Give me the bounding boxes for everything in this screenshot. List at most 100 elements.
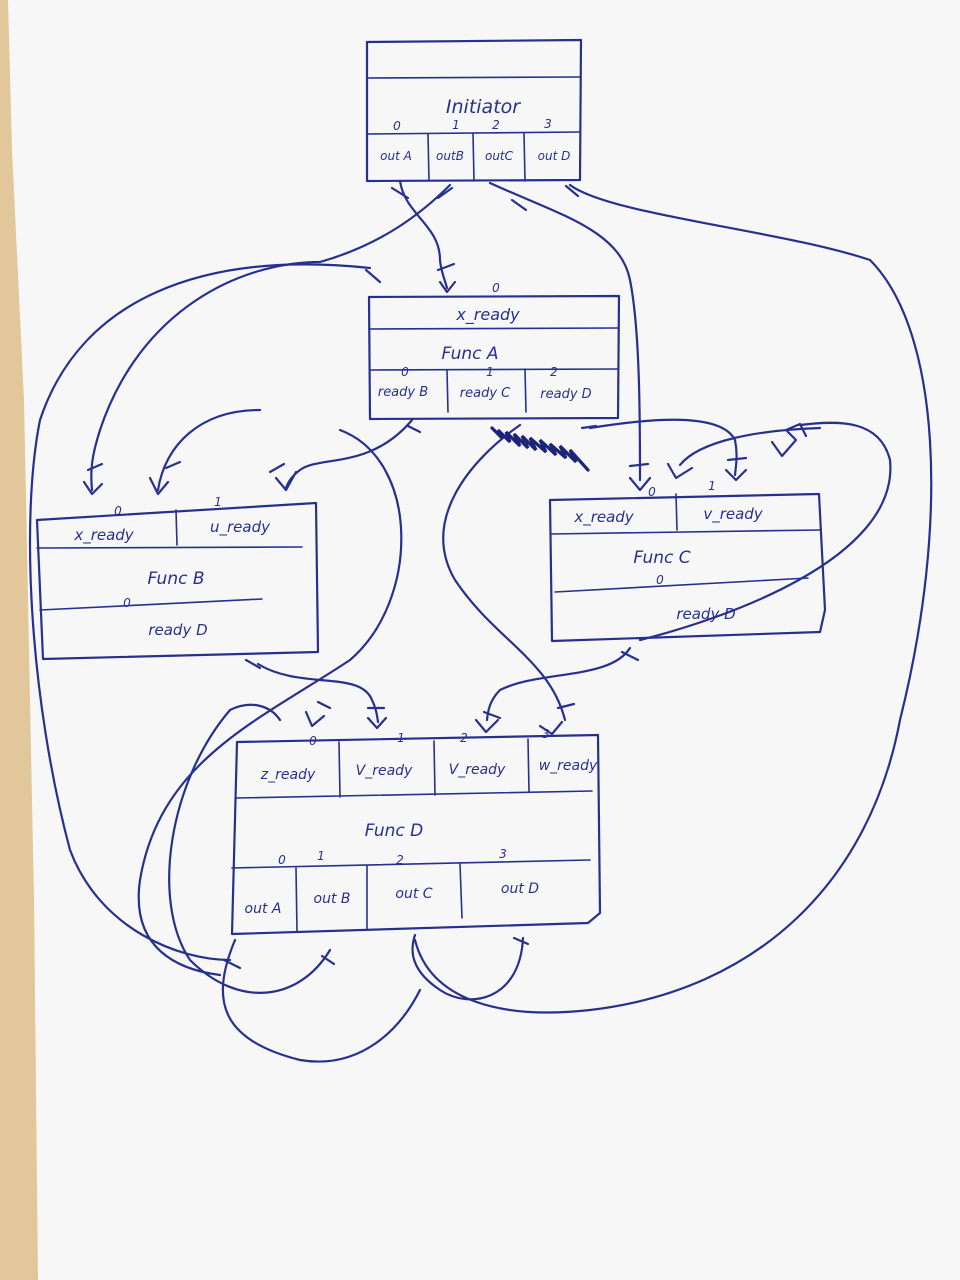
arrowhead-icon (538, 720, 564, 736)
initiator-box: Initiator 0 1 2 3 out A outB outC out D (365, 38, 583, 183)
initiator-title: Initiator (446, 96, 521, 118)
func-d-box: 0 1 2 3 z_ready V_ready V_ready w_ready … (230, 727, 602, 936)
func-c-output-label: ready D (676, 605, 735, 623)
func-a-output-2-index: 2 (550, 365, 558, 379)
func-a-output-0-label: ready B (378, 385, 428, 400)
func-d-input-3-index: 3 (542, 727, 550, 741)
connector-funca-readyC-to-funcd (442, 423, 567, 722)
connector-funca-readyD-to-funcc (588, 418, 738, 477)
func-d-input-2-label: V_ready (449, 762, 506, 778)
func-d-input-2-index: 2 (460, 731, 468, 745)
func-b-input-0-index: 0 (114, 504, 122, 518)
tick-mark (222, 958, 242, 970)
connector-funca-around-left-to-funcd (28, 263, 372, 962)
arrowhead-icon (666, 462, 694, 480)
connector-funcd-outA-loop (221, 938, 422, 1063)
connector-funcd-outB-loop (168, 703, 332, 994)
arrowhead-icon (82, 480, 104, 496)
tick-mark (482, 710, 502, 720)
func-c-title: Func C (633, 548, 690, 568)
arrowhead-icon (274, 470, 298, 492)
func-d-output-3-index: 3 (499, 847, 507, 861)
func-d-input-1-index: 1 (397, 731, 405, 745)
tick-mark (628, 462, 650, 468)
func-c-input-0-label: x_ready (573, 508, 634, 527)
func-c-input-1-index: 1 (708, 479, 716, 493)
func-a-input-label: x_ready (455, 305, 520, 325)
tick-mark (564, 184, 580, 198)
arrowhead-icon (366, 716, 388, 730)
arrowhead-icon (628, 476, 652, 492)
tick-mark (164, 460, 182, 470)
func-d-input-0-index: 0 (309, 734, 317, 748)
func-a-output-0-index: 0 (401, 365, 409, 379)
func-d-output-0-label: out A (245, 901, 282, 917)
func-b-output-index: 0 (123, 596, 131, 610)
func-b-input-0-label: x_ready (73, 526, 134, 545)
tick-mark (580, 424, 598, 430)
tick-mark (510, 198, 528, 212)
func-d-input-1-label: V_ready (356, 763, 413, 779)
func-a-box: 0 x_ready Func A 0 1 2 ready B ready C r… (367, 281, 621, 421)
paper-sheet (8, 0, 960, 1280)
tick-mark (512, 936, 530, 946)
func-d-output-0-index: 0 (278, 853, 286, 867)
tick-mark (406, 424, 422, 434)
connector-initiator-outC-to-funcc (488, 181, 642, 482)
tick-mark (320, 954, 336, 966)
connector-funcc-readyD-to-funcd (485, 646, 632, 722)
func-b-input-1-index: 1 (214, 495, 222, 509)
arrowhead-icon (724, 468, 748, 482)
func-b-title: Func B (147, 569, 204, 589)
func-c-output-index: 0 (656, 573, 664, 587)
connector-right-to-funcc (678, 426, 822, 467)
func-d-title: Func D (365, 821, 423, 841)
arrow-marks (82, 184, 808, 970)
initiator-port-1-label: outB (436, 149, 464, 163)
func-d-output-3-label: out D (501, 881, 539, 897)
connector-initiator-outB-to-funcb (90, 183, 452, 492)
func-d-output-1-label: out B (314, 891, 351, 907)
func-b-box: 0 1 x_ready u_ready Func B 0 ready D (35, 495, 320, 661)
scribble-mark (490, 426, 590, 472)
connector-funcd-outD-loop (411, 933, 525, 1001)
tick-mark (268, 462, 286, 474)
initiator-port-3-index: 3 (544, 117, 552, 131)
tick-mark (390, 186, 410, 200)
connectors (28, 179, 933, 1063)
connector-funcb-right-loop (137, 428, 403, 977)
tick-mark (86, 462, 104, 472)
initiator-port-3-label: out D (538, 149, 571, 163)
func-c-input-1-label: v_ready (703, 505, 763, 524)
func-b-input-1-label: u_ready (210, 518, 271, 537)
initiator-port-1-index: 1 (452, 118, 460, 132)
func-a-output-1-label: ready C (460, 386, 511, 401)
func-d-output-2-label: out C (395, 886, 432, 902)
initiator-port-0-label: out A (380, 149, 412, 163)
tick-mark (364, 268, 382, 284)
func-a-output-2-label: ready D (540, 387, 591, 402)
func-d-output-1-index: 1 (317, 849, 325, 863)
func-a-input-index: 0 (492, 281, 500, 295)
func-c-box: 0 1 x_ready v_ready Func C 0 ready D (548, 479, 827, 643)
tick-mark (556, 702, 576, 710)
func-a-output-1-index: 1 (486, 365, 494, 379)
arrowhead-icon (438, 280, 457, 294)
func-d-output-2-index: 2 (396, 853, 404, 867)
func-c-input-0-index: 0 (648, 485, 656, 499)
connector-initiator-outD-to-funcd (413, 183, 933, 1014)
connector-funcc-loop-right (638, 421, 892, 642)
func-d-input-3-label: w_ready (539, 758, 598, 774)
tick-mark (436, 262, 456, 272)
tick-mark (244, 658, 262, 670)
func-a-title: Func A (441, 344, 498, 364)
func-b-output-label: ready D (148, 621, 207, 639)
connector-funcb-readyD-to-funcd (256, 662, 380, 724)
arrowhead-icon (304, 710, 326, 728)
tick-mark (436, 186, 454, 200)
connector-funca-loop-left (156, 408, 262, 492)
arrowhead-icon (770, 422, 808, 458)
initiator-port-2-label: outC (485, 149, 514, 163)
